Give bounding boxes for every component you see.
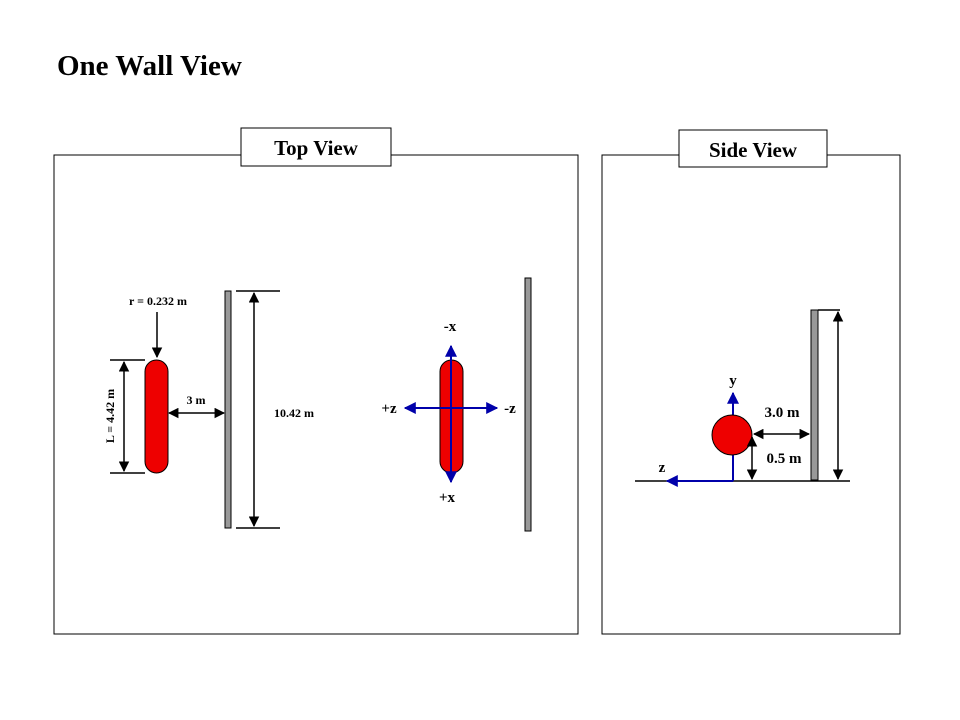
page-title: One Wall View [57,50,242,82]
top-view-label: Top View [274,136,359,160]
top-view-frame [53,154,579,635]
cylinder-body-left [144,359,169,474]
side-view-frame [601,154,901,635]
top-view-panel: Top View r = 0.232 m L = 4.42 m 3 m 10.4… [53,127,579,635]
axis-pos-z-label: +z [381,401,397,417]
length-label: L = 4.42 m [103,389,117,443]
axis-neg-x-label: -x [444,319,457,335]
side-view-label: Side View [709,138,798,162]
height-label: 0.5 m [767,451,803,467]
wall-left [224,290,232,529]
distance-label: 3.0 m [765,405,801,421]
wall-right [524,277,532,532]
gap-label: 3 m [187,393,206,407]
side-view-label-box [678,129,828,168]
axis-pos-x-label: +x [439,490,456,506]
side-wall [810,309,819,481]
axis-z-label: z [659,460,666,476]
axis-y-label: y [729,373,737,389]
wall-height-label: 10.42 m [274,406,314,420]
radius-label: r = 0.232 m [129,294,187,308]
axis-neg-z-label: -z [504,401,516,417]
top-view-label-box [240,127,392,167]
cylinder-cross-section [711,414,753,456]
side-view-panel: Side View y z 3.0 m 0.5 m [601,129,901,635]
